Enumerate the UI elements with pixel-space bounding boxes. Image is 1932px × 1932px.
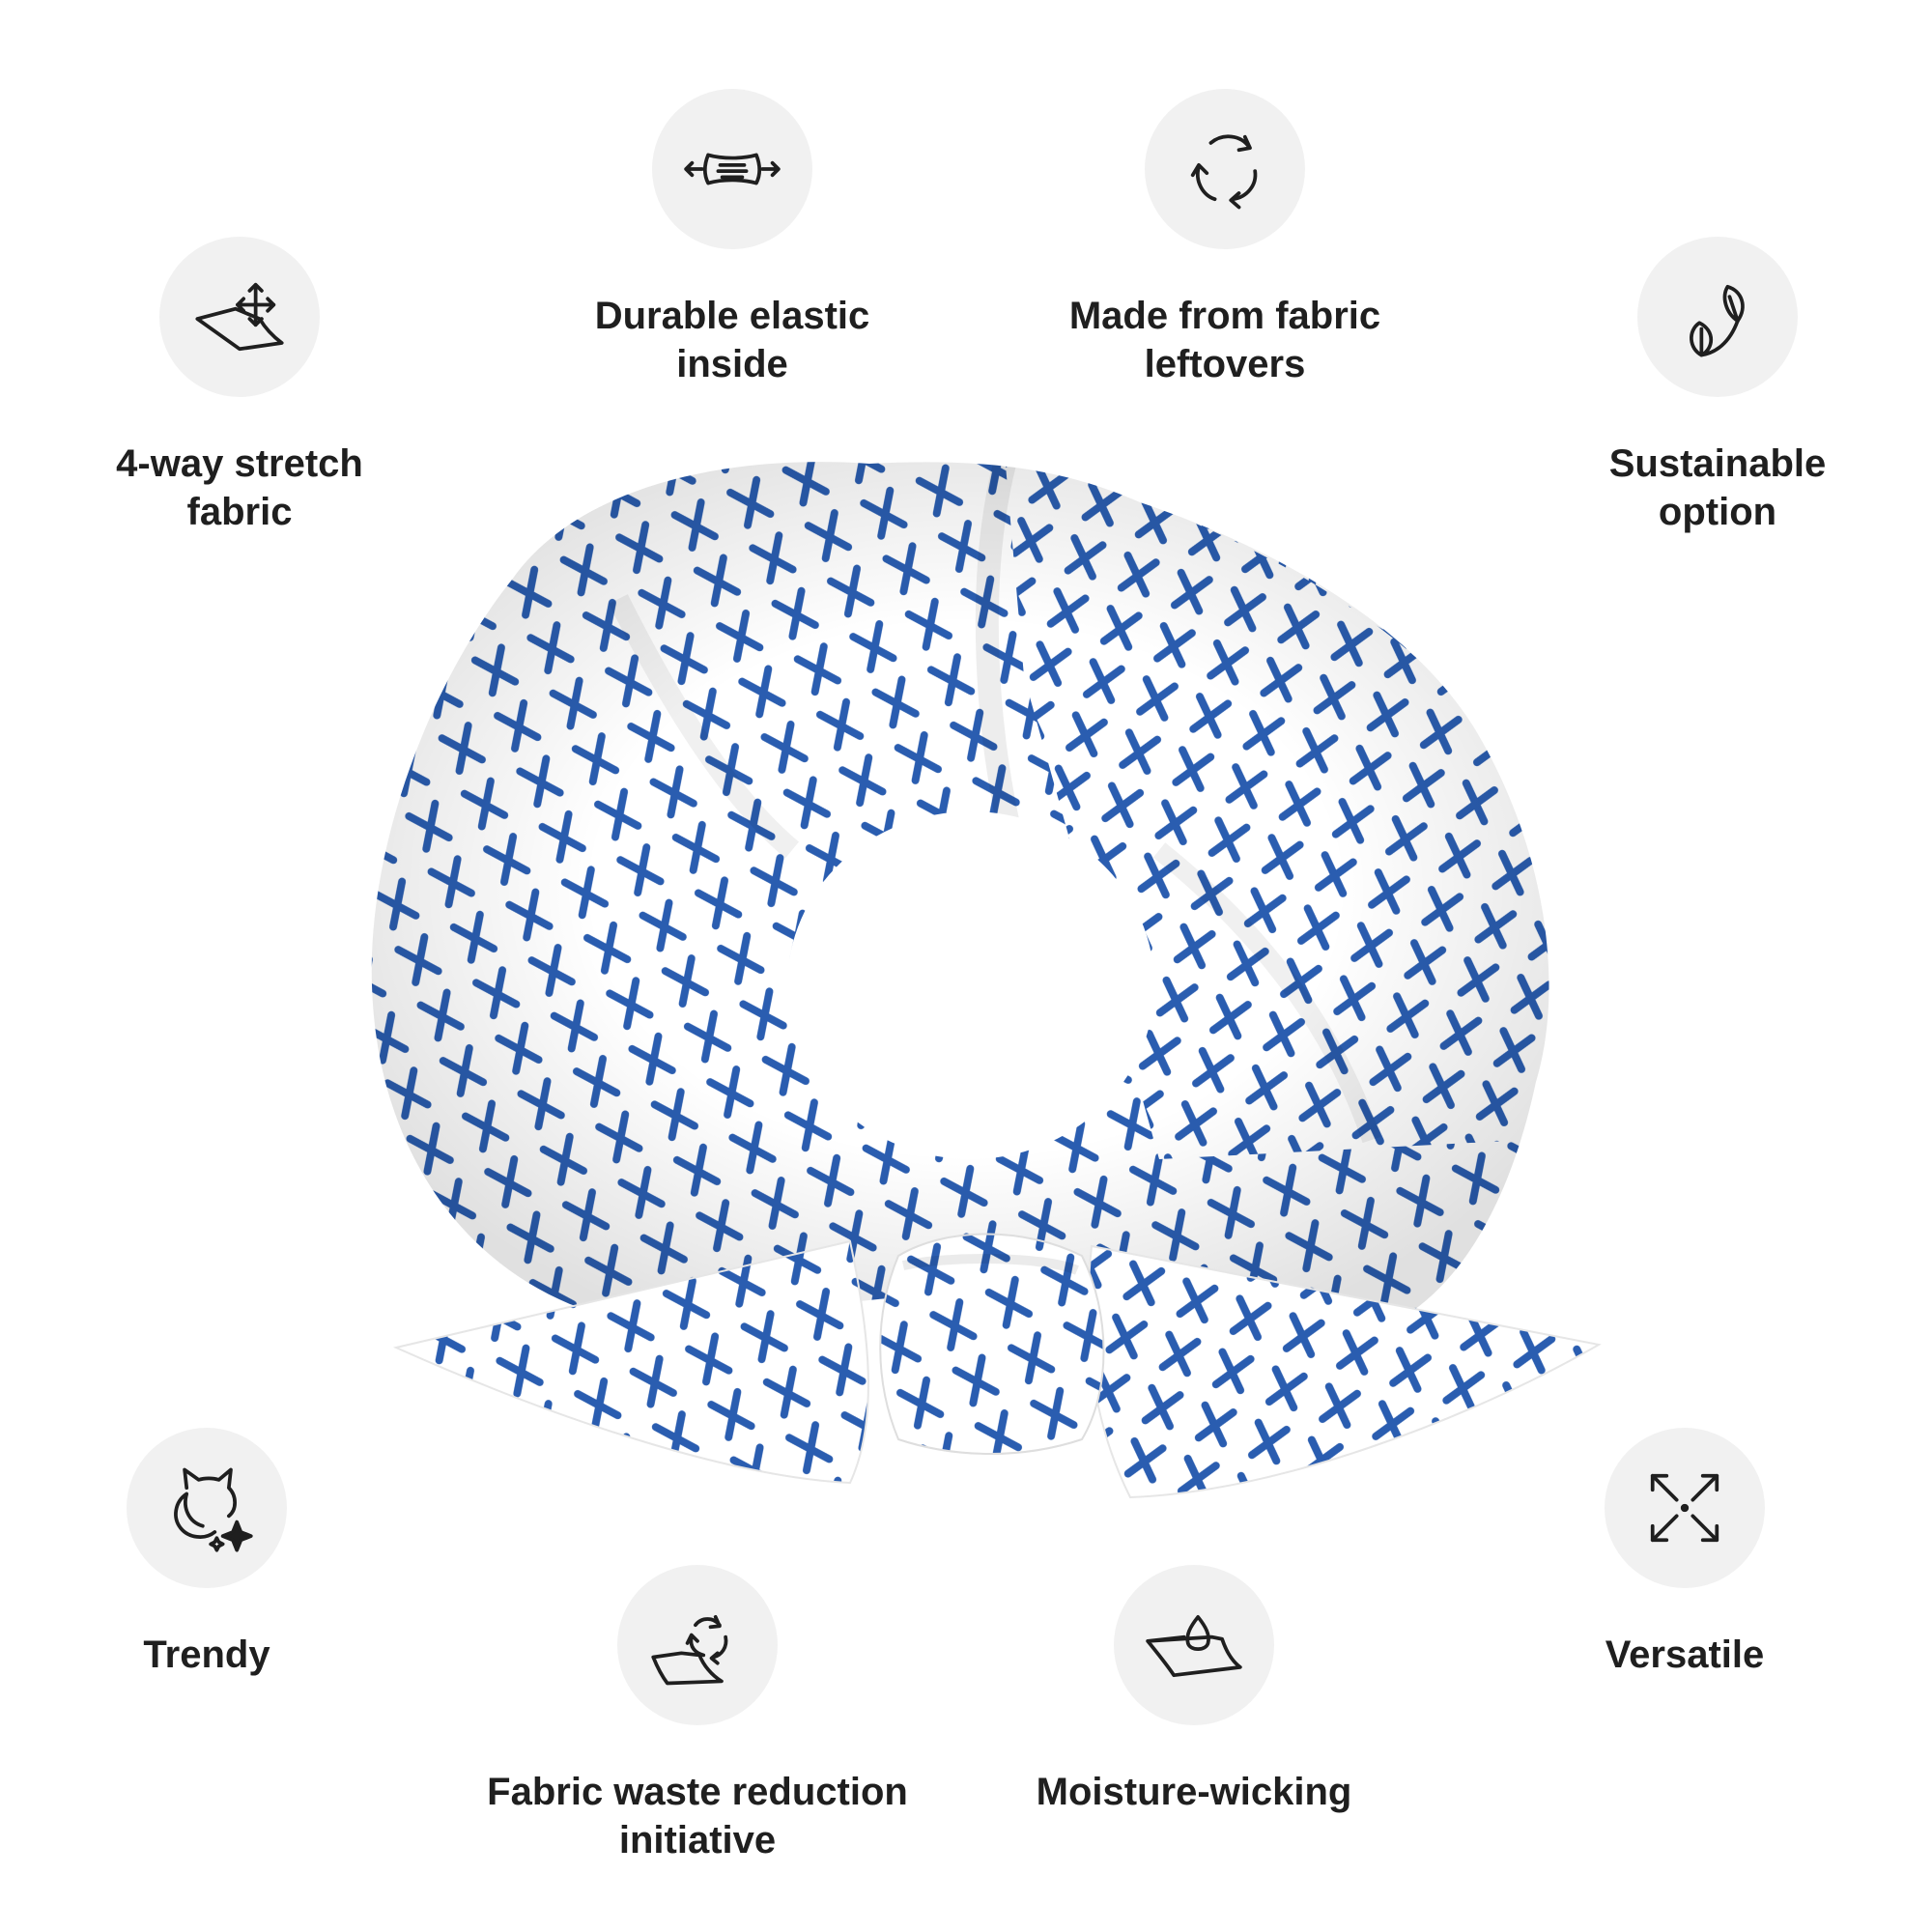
feature-moisture: Moisture-wicking: [943, 1565, 1445, 1816]
feature-label: Trendy: [143, 1634, 270, 1676]
feature-label: Made from fabric leftovers: [1068, 295, 1381, 385]
four-way-stretch-icon: [195, 282, 284, 352]
icon-badge: [1637, 237, 1798, 397]
feature-label: Durable elastic inside: [594, 295, 870, 385]
recycle-arrows-icon: [1190, 134, 1258, 210]
icon-badge: [159, 237, 320, 397]
elastic-compress-icon: [684, 153, 781, 185]
feature-stretch: 4-way stretch fabric: [0, 237, 491, 536]
icon-badge: [127, 1428, 287, 1588]
feature-label: Moisture-wicking: [1036, 1771, 1352, 1813]
leaves-icon: [1690, 284, 1745, 357]
icon-badge: [1114, 1565, 1274, 1725]
feature-label: 4-way stretch fabric: [116, 442, 363, 533]
feature-elastic: Durable elastic inside: [481, 89, 983, 388]
icon-badge: [617, 1565, 778, 1725]
fabric-recycle-icon: [651, 1615, 728, 1686]
icon-badge: [652, 89, 812, 249]
feature-waste: Fabric waste reduction initiative: [446, 1565, 949, 1864]
feature-label: Sustainable option: [1608, 442, 1827, 533]
feature-trendy: Trendy: [0, 1428, 458, 1679]
feature-label: Fabric waste reduction initiative: [487, 1771, 908, 1861]
cat-sparkle-icon: [174, 1467, 253, 1552]
feature-sustainable: Sustainable option: [1466, 237, 1932, 536]
expand-arrows-icon: [1650, 1473, 1719, 1543]
icon-badge: [1145, 89, 1305, 249]
water-drop-fabric-icon: [1146, 1615, 1242, 1678]
feature-leftovers: Made from fabric leftovers: [974, 89, 1476, 388]
feature-versatile: Versatile: [1434, 1428, 1932, 1679]
icon-badge: [1605, 1428, 1765, 1588]
feature-label: Versatile: [1605, 1634, 1765, 1676]
